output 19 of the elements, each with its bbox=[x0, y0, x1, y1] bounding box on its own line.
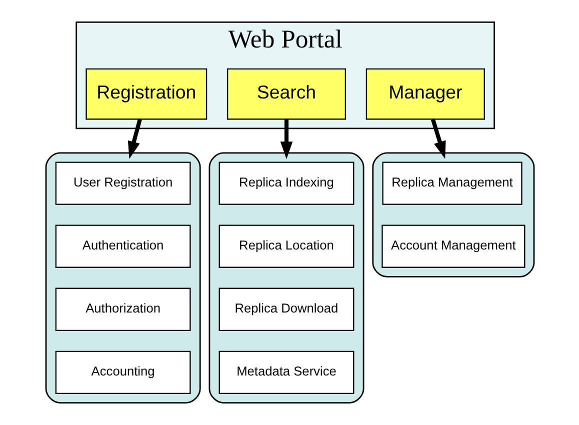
node-box: Replica Download bbox=[218, 288, 354, 331]
cluster bbox=[44, 152, 200, 404]
cluster bbox=[208, 152, 364, 404]
arrow bbox=[280, 119, 292, 160]
cluster bbox=[372, 152, 534, 278]
node-box: User Registration bbox=[54, 162, 190, 205]
arrow bbox=[430, 118, 446, 159]
node-box: Replica Management bbox=[382, 162, 522, 205]
node-box: Metadata Service bbox=[218, 350, 354, 394]
node-box: Replica Indexing bbox=[218, 162, 354, 205]
arrow bbox=[127, 118, 142, 159]
node-box: Account Management bbox=[381, 224, 525, 268]
node-box: Authentication bbox=[54, 224, 190, 268]
node-box: Search bbox=[226, 68, 346, 120]
node-box: Authorization bbox=[54, 288, 190, 331]
node-box: Replica Location bbox=[218, 224, 354, 268]
node-box: Accounting bbox=[54, 350, 190, 394]
node-box: Registration bbox=[85, 68, 207, 120]
node-box: Manager bbox=[365, 68, 484, 120]
